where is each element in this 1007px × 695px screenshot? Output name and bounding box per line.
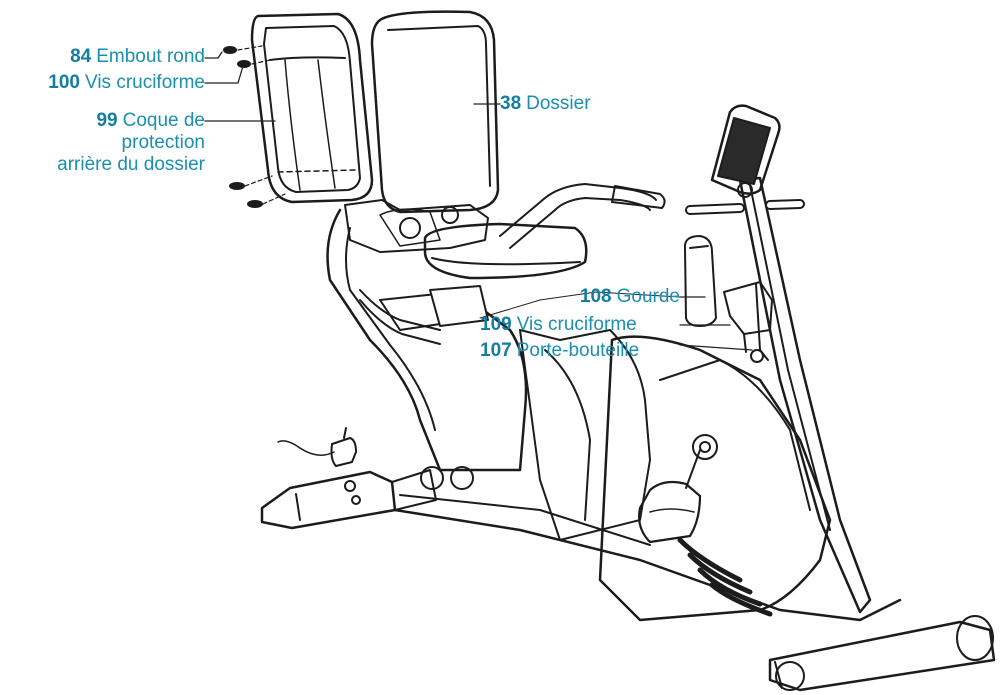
callout-84-number: 84 [70,46,92,67]
callout-38-number: 38 [500,93,522,114]
callout-99-number: 99 [96,110,118,131]
callout-99-line-3: arrière du dossier [57,154,205,175]
seat-assembly [344,199,588,280]
screw-icons [223,46,263,208]
screw-guide-lines [237,45,286,205]
backrest-rear-shell [250,12,374,204]
power-adapter [277,427,357,467]
seat-handles [359,183,666,345]
pedal-crank [638,434,718,544]
callout-100-text: Vis cruciforme [84,72,205,93]
base-rail [393,494,902,622]
front-stabilizer [768,615,996,692]
backrest [370,10,500,214]
callout-109-number: 109 [480,314,512,335]
main-frame [326,208,832,622]
water-bottle [683,235,717,327]
console-mast [685,104,872,614]
leader-lines [204,51,753,351]
callout-108-number: 108 [579,286,612,307]
callout-107-number: 107 [480,340,512,361]
rear-stabilizer [260,466,474,530]
callout-107-text: Porte-bouteille [516,340,640,361]
callout-108-text: Gourde [616,286,680,307]
callout-109-text: Vis cruciforme [516,314,637,335]
callout-99-line-2: protection [121,132,205,153]
callout-100-number: 100 [48,72,80,93]
callout-99-line-1: Coque de [122,110,205,131]
callout-38-text: Dossier [526,93,591,114]
callout-84-text: Embout rond [96,46,205,67]
